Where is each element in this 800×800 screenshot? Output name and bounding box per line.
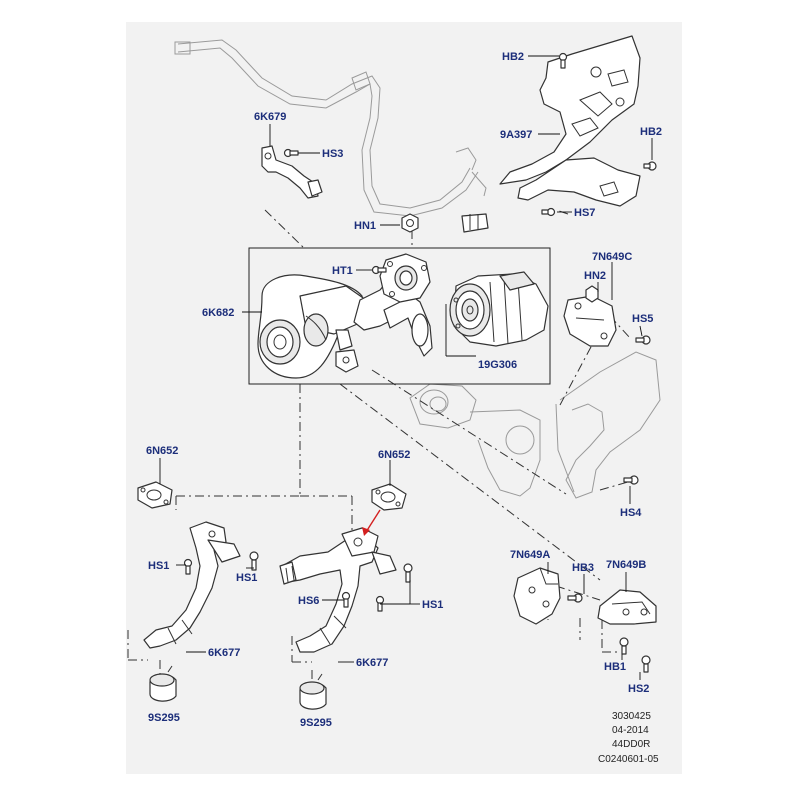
- label-6n652-left: 6N652: [146, 445, 178, 457]
- turbocharger-6k682: [257, 253, 433, 379]
- label-hb2-top: HB2: [502, 51, 524, 63]
- bracket-7n649a: [513, 567, 561, 625]
- reference-codes: 3030425 04-2014 44DD0R C0240601-05: [598, 711, 659, 765]
- label-7n649c: 7N649C: [592, 251, 632, 263]
- screw-hs1-left-b: [249, 551, 259, 571]
- label-hs5: HS5: [632, 313, 653, 325]
- clamp-9s295-center: [299, 673, 327, 710]
- nut-hn1: [401, 213, 419, 233]
- leader-lines: [159, 55, 653, 680]
- screw-hs5: [635, 335, 651, 345]
- label-hs1-left-a: HS1: [148, 560, 169, 572]
- label-6k682: 6K682: [202, 307, 234, 319]
- label-6n652-center: 6N652: [378, 449, 410, 461]
- screw-hs1-center-b: [375, 595, 385, 612]
- label-19g306: 19G306: [478, 359, 517, 371]
- converter-19g306: [449, 271, 549, 347]
- label-hs2: HS2: [628, 683, 649, 695]
- label-7n649a: 7N649A: [510, 549, 550, 561]
- label-hb1: HB1: [604, 661, 626, 673]
- oil-return-pipe-6k677-center: [279, 527, 397, 653]
- label-9s295-center: 9S295: [300, 717, 332, 729]
- bolt-hb3: [567, 593, 583, 603]
- footer-code-4: C0240601-05: [598, 754, 659, 765]
- nut-hn2: [585, 285, 599, 303]
- label-hs4: HS4: [620, 507, 642, 519]
- gasket-6n652-left: [137, 481, 173, 509]
- label-hn1: HN1: [354, 220, 376, 232]
- red-arrow-indicator: [362, 509, 381, 536]
- bracket-7n649b: [597, 589, 657, 625]
- label-6k679: 6K679: [254, 111, 286, 123]
- oil-feed-pipe-6k679: [261, 145, 323, 199]
- footer-code-1: 3030425: [612, 711, 651, 722]
- bolt-hb2-right: [643, 161, 657, 171]
- label-hb3: HB3: [572, 562, 594, 574]
- label-hb2-right: HB2: [640, 126, 662, 138]
- oil-return-pipe-6k677-left: [143, 521, 241, 649]
- heat-shield-9a397: [499, 35, 641, 207]
- callout-labels: HB2 9A397 HB2 HS7 6K679 HS3 HN1 HT1 6K68…: [146, 51, 662, 729]
- label-hs6: HS6: [298, 595, 319, 607]
- screw-hs6: [341, 591, 351, 608]
- clamp-9s295-left: [149, 665, 177, 702]
- label-hs1-left-b: HS1: [236, 572, 257, 584]
- label-9s295-left: 9S295: [148, 712, 180, 724]
- bracket-7n649c: [563, 295, 617, 347]
- footer-code-3: 44DD0R: [612, 739, 650, 750]
- label-ht1: HT1: [332, 265, 353, 277]
- assembly-lines: [127, 209, 631, 680]
- diagram-panel: [126, 22, 682, 774]
- label-9a397: 9A397: [500, 129, 532, 141]
- bolt-hb2-top: [558, 52, 568, 69]
- label-hn2: HN2: [584, 270, 606, 282]
- screw-hs4: [623, 475, 639, 485]
- footer-code-2: 04-2014: [612, 725, 649, 736]
- oil-drain-fitting: [461, 213, 489, 233]
- screw-hs7: [541, 207, 556, 217]
- turbocharger-frame: [248, 247, 551, 385]
- bolt-hb1: [619, 637, 629, 655]
- label-6k677-left: 6K677: [208, 647, 240, 659]
- screw-hs2: [641, 655, 651, 673]
- screw-hs1-center-a: [403, 563, 413, 583]
- background-outlines: [174, 39, 661, 499]
- label-7n649b: 7N649B: [606, 559, 646, 571]
- label-hs7: HS7: [574, 207, 595, 219]
- label-6k677-center: 6K677: [356, 657, 388, 669]
- screw-hs1-left-a: [183, 558, 193, 575]
- stud-ht1: [371, 265, 387, 275]
- label-hs1-center: HS1: [422, 599, 443, 611]
- label-hs3: HS3: [322, 148, 343, 160]
